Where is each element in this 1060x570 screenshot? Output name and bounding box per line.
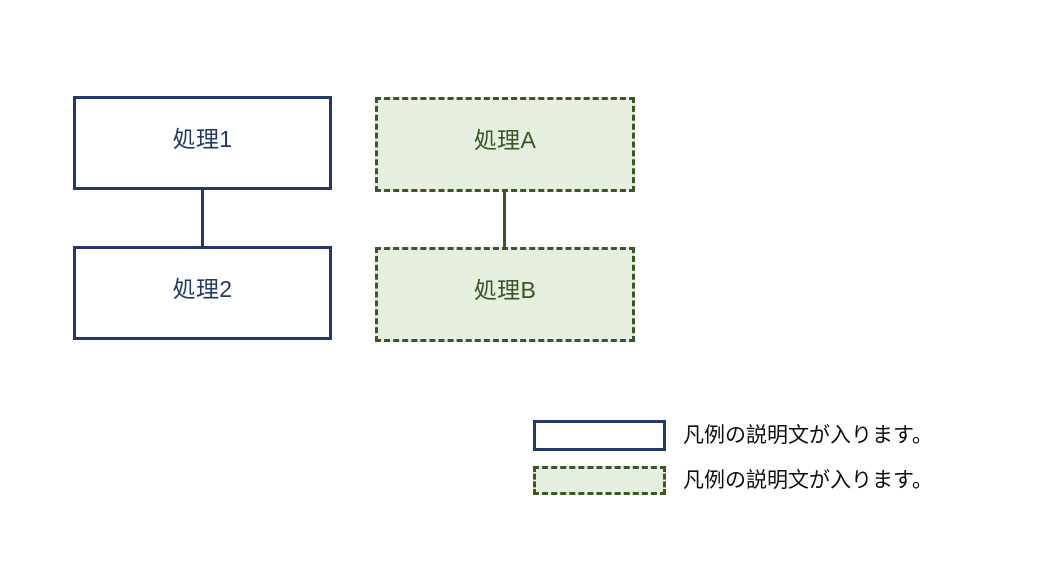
connector-process-1-to-process-2 bbox=[201, 189, 204, 247]
node-process-b[interactable]: 処理B bbox=[375, 247, 635, 342]
node-process-2[interactable]: 処理2 bbox=[73, 246, 332, 340]
legend-label-solid: 凡例の説明文が入ります。 bbox=[683, 424, 933, 447]
legend: 凡例の説明文が入ります。 凡例の説明文が入ります。 bbox=[533, 413, 973, 503]
node-process-b-label: 処理B bbox=[473, 277, 537, 303]
node-process-a[interactable]: 処理A bbox=[375, 97, 635, 192]
connector-process-a-to-process-b bbox=[503, 191, 506, 248]
legend-item-dashed: 凡例の説明文が入ります。 bbox=[533, 458, 973, 503]
legend-swatch-solid bbox=[533, 420, 666, 451]
node-process-2-label: 処理2 bbox=[172, 275, 233, 302]
legend-label-dashed: 凡例の説明文が入ります。 bbox=[683, 469, 933, 492]
node-process-a-label: 処理A bbox=[473, 127, 537, 153]
legend-swatch-dashed bbox=[533, 466, 666, 495]
legend-item-solid: 凡例の説明文が入ります。 bbox=[533, 413, 973, 458]
node-process-1[interactable]: 処理1 bbox=[73, 96, 332, 190]
node-process-1-label: 処理1 bbox=[172, 125, 233, 152]
